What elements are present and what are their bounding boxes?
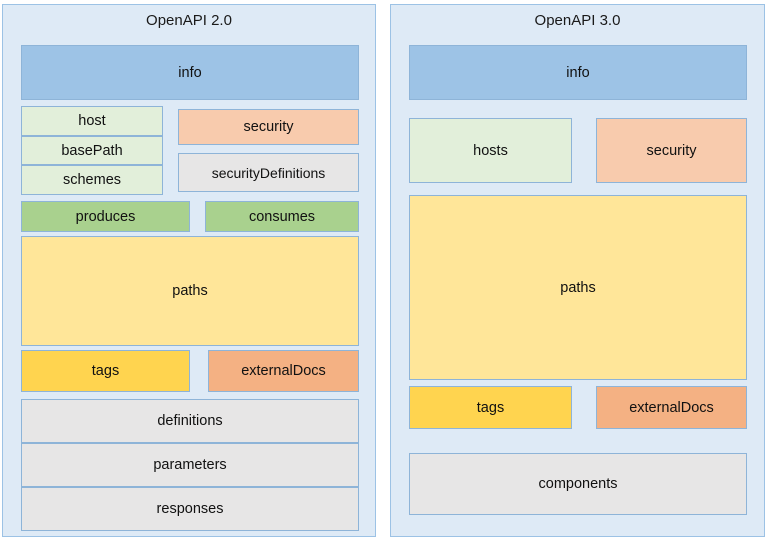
box-hosts-v3: hosts [409,118,572,183]
box-basepath-v2: basePath [21,136,163,165]
box-info-v2: info [21,45,359,100]
box-securitydefinitions-v2: securityDefinitions [178,153,359,192]
box-host-v2: host [21,106,163,136]
box-definitions-v2: definitions [21,399,359,443]
box-tags-v3: tags [409,386,572,429]
box-consumes-v2: consumes [205,201,359,232]
box-info-v3: info [409,45,747,100]
box-paths-v2: paths [21,236,359,346]
box-externaldocs-v2: externalDocs [208,350,359,392]
box-externaldocs-v3: externalDocs [596,386,747,429]
panel-openapi-2: OpenAPI 2.0 info host basePath schemes s… [2,4,376,537]
box-parameters-v2: parameters [21,443,359,487]
panel-title-openapi-3: OpenAPI 3.0 [534,12,621,29]
box-tags-v2: tags [21,350,190,392]
box-components-v3: components [409,453,747,515]
box-security-v2: security [178,109,359,145]
panel-title-openapi-2: OpenAPI 2.0 [146,12,232,29]
panel-openapi-3: OpenAPI 3.0 info hosts security paths ta… [390,4,765,537]
box-security-v3: security [596,118,747,183]
box-paths-v3: paths [409,195,747,380]
box-responses-v2: responses [21,487,359,531]
box-produces-v2: produces [21,201,190,232]
box-schemes-v2: schemes [21,165,163,195]
